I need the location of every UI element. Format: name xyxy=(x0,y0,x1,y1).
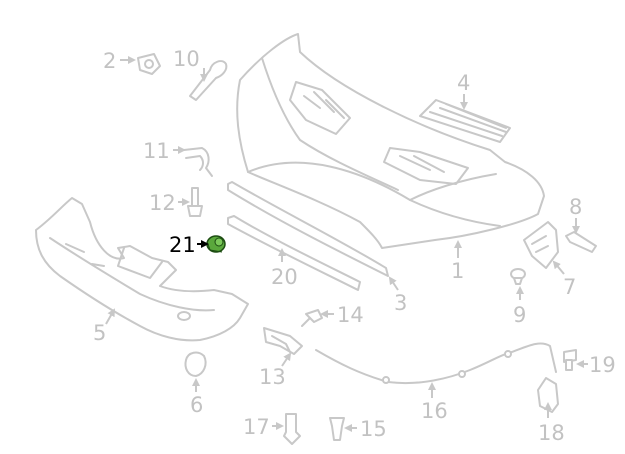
label-part-9: 9 xyxy=(513,303,526,327)
leader-lines xyxy=(105,56,588,432)
bolt-part-8 xyxy=(565,231,597,253)
bumper-part-9 xyxy=(510,268,526,285)
clip-part-11 xyxy=(183,147,213,177)
bolt-part-14 xyxy=(301,309,323,327)
label-part-18: 18 xyxy=(538,421,565,445)
grommet-part-6 xyxy=(184,351,207,377)
label-part-7: 7 xyxy=(563,275,576,299)
label-part-15: 15 xyxy=(360,417,387,441)
label-part-3: 3 xyxy=(394,291,407,315)
label-part-21: 21 xyxy=(169,233,196,257)
label-part-6: 6 xyxy=(190,393,203,417)
label-part-12: 12 xyxy=(149,191,176,215)
label-part-4: 4 xyxy=(457,71,470,95)
bracket-part-7 xyxy=(523,221,559,269)
screw-part-12 xyxy=(187,187,203,217)
label-part-19: 19 xyxy=(589,353,616,377)
release-cable-part-16 xyxy=(315,342,557,385)
bolt-part-2 xyxy=(137,53,161,75)
label-part-17: 17 xyxy=(243,415,270,439)
label-part-13: 13 xyxy=(259,365,286,389)
clip-part-15 xyxy=(329,417,345,441)
nut-part-21 xyxy=(206,235,226,253)
label-part-10: 10 xyxy=(173,47,200,71)
vent-grille-part-4 xyxy=(419,99,511,143)
seal-strip-part-20 xyxy=(227,215,361,291)
prop-rod-part-10 xyxy=(189,60,228,101)
hood-part-1 xyxy=(236,33,545,249)
label-part-5: 5 xyxy=(93,321,106,345)
label-part-1: 1 xyxy=(451,259,464,283)
label-part-14: 14 xyxy=(337,303,364,327)
label-part-20: 20 xyxy=(271,265,298,289)
insulation-pad-part-5 xyxy=(35,197,249,342)
latch-part-13 xyxy=(263,327,303,355)
screw-part-19 xyxy=(563,349,577,371)
label-part-16: 16 xyxy=(421,399,448,423)
label-part-11: 11 xyxy=(143,139,170,163)
pin-part-17 xyxy=(283,413,301,445)
label-part-8: 8 xyxy=(569,195,582,219)
handle-part-18 xyxy=(537,377,559,413)
part-labels: 2 10 4 11 12 21 8 1 20 7 3 9 14 5 19 13 … xyxy=(93,47,616,445)
seal-strip-part-3 xyxy=(227,181,389,277)
label-part-2: 2 xyxy=(103,49,116,73)
